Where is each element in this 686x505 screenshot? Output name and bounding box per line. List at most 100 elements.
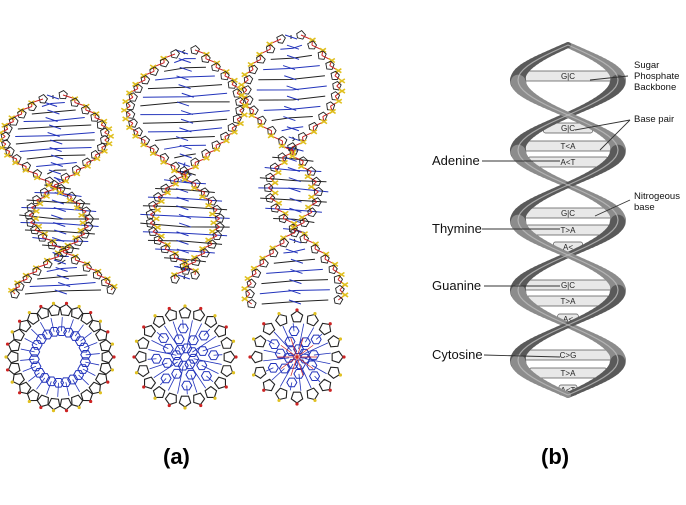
panel-b-label: (b) xyxy=(541,444,569,470)
top-sugar-ring xyxy=(37,307,48,318)
top-sugar-ring xyxy=(179,307,190,318)
top-sugar-ring xyxy=(96,329,107,340)
top-glycosidic-bond xyxy=(187,386,188,395)
top-phosphate xyxy=(132,355,135,358)
top-glycosidic-bond xyxy=(148,359,157,360)
top-glycosidic-bond xyxy=(83,369,95,376)
sugar-phosphate-line1: Sugar xyxy=(634,60,679,71)
top-phosphate xyxy=(18,320,21,323)
rung-base-label: G|C xyxy=(561,72,575,81)
top-phosphate xyxy=(65,409,68,412)
top-phosphate xyxy=(313,399,316,402)
top-glycosidic-bond xyxy=(31,329,41,339)
top-sugar-ring xyxy=(215,377,226,388)
top-glycosidic-bond xyxy=(66,382,69,396)
top-sugar-ring xyxy=(96,373,107,384)
top-sugar-ring xyxy=(276,388,287,399)
top-sugar-ring xyxy=(20,320,31,331)
base-ring-bond xyxy=(289,239,301,243)
top-phosphate xyxy=(11,330,14,333)
top-phosphate xyxy=(89,400,92,403)
sugar-phosphate-line3: Backbone xyxy=(634,82,679,93)
top-sugar-ring xyxy=(165,309,176,320)
top-sugar-ring xyxy=(100,363,111,374)
rung-base-label: G|C xyxy=(561,209,575,218)
top-phosphate xyxy=(106,380,109,383)
base-pair-bond xyxy=(266,269,323,273)
top-glycosidic-bond xyxy=(304,343,328,354)
base-pair-bond xyxy=(140,102,229,106)
top-phosphate xyxy=(339,373,342,376)
sugar-ring xyxy=(4,125,12,134)
top-phosphate xyxy=(168,307,171,310)
sugar-ring xyxy=(268,126,276,134)
top-phosphate xyxy=(213,314,216,317)
top-phosphate xyxy=(313,312,316,315)
top-phosphate xyxy=(28,311,31,314)
base-ring-bond xyxy=(54,208,66,212)
top-glycosidic-bond xyxy=(183,320,184,329)
top-phosphate xyxy=(262,322,265,325)
rung-base-label: G|C xyxy=(561,281,575,290)
b-dna-side-view xyxy=(121,46,248,284)
top-glycosidic-bond xyxy=(79,375,89,385)
top-phosphate xyxy=(39,305,42,308)
guanine-label: Guanine xyxy=(432,278,481,293)
top-phosphate xyxy=(52,302,55,305)
a-dna-side-view xyxy=(0,91,117,299)
top-sugar-ring xyxy=(60,398,71,409)
top-sugar-ring xyxy=(81,313,92,324)
top-sugar-ring xyxy=(48,304,59,315)
sugar-ring xyxy=(129,119,138,127)
top-phosphate xyxy=(339,337,342,340)
top-sugar-ring xyxy=(60,304,71,315)
top-sugar-ring xyxy=(13,329,24,340)
top-phosphate xyxy=(6,368,9,371)
top-sugar-ring xyxy=(100,340,111,351)
top-sugar-ring xyxy=(20,382,31,393)
top-sugar-ring xyxy=(89,382,100,393)
top-sugar-ring xyxy=(332,351,343,362)
top-glycosidic-bond xyxy=(51,318,54,332)
base-pair-bond xyxy=(274,259,315,263)
double-helix-diagram: G|CG|CT<AA<TG|CT>AA<G|CT>AA<C>GT>AA<T xyxy=(518,45,618,395)
top-sugar-ring xyxy=(263,379,274,390)
top-phosphate xyxy=(153,314,156,317)
top-phosphate xyxy=(11,380,14,383)
base-pair-rungs: G|CG|CT<AA<TG|CT>AA<G|CT>AA<C>GT>AA<T xyxy=(522,71,614,395)
thymine-label: Thymine xyxy=(432,221,482,236)
top-sugar-ring xyxy=(9,363,20,374)
top-phosphate xyxy=(232,340,235,343)
top-sugar-ring xyxy=(137,337,148,348)
top-sugar-ring xyxy=(145,377,156,388)
top-phosphate xyxy=(225,325,228,328)
top-phosphate xyxy=(277,312,280,315)
top-phosphate xyxy=(252,373,255,376)
top-glycosidic-bond xyxy=(150,363,168,369)
top-phosphate xyxy=(135,340,138,343)
top-sugar-ring xyxy=(72,395,83,406)
sugar-ring xyxy=(277,35,286,44)
top-phosphate xyxy=(142,325,145,328)
rung-base-label: G|C xyxy=(561,124,575,133)
top-phosphate xyxy=(112,355,115,358)
base-pair-bond xyxy=(264,106,321,110)
rung-base-label: A<T xyxy=(561,158,576,167)
top-sugar-ring xyxy=(319,379,330,390)
top-phosphate xyxy=(65,302,68,305)
nitrogeous-line1: Nitrogeous xyxy=(634,191,680,202)
top-sugar-ring xyxy=(28,390,39,401)
rung-base-label: T<A xyxy=(561,142,577,151)
rung-base-label: C>G xyxy=(560,351,577,360)
base-pair-bond xyxy=(155,76,215,80)
top-phosphate xyxy=(99,320,102,323)
top-sugar-ring xyxy=(319,323,330,334)
top-sugar-ring xyxy=(251,351,262,362)
base-pair-label: Base pair xyxy=(634,114,674,125)
rung-base-label: T>A xyxy=(561,369,577,378)
z-dna-side-view xyxy=(239,31,349,308)
sugar-phosphate-backbones xyxy=(518,45,618,395)
top-glycosidic-bond xyxy=(206,376,213,382)
top-phosphate xyxy=(39,406,42,409)
